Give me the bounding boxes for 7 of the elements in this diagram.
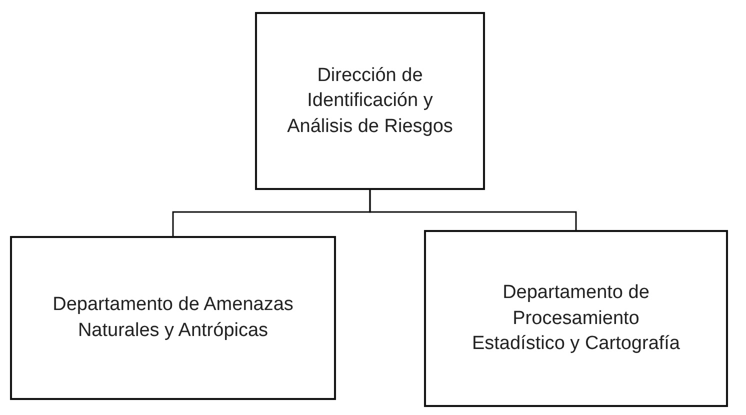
box-label: Departamento de Procesamiento Estadístico y Cartografía bbox=[470, 281, 682, 356]
org-box bbox=[10, 236, 336, 400]
connector-line bbox=[369, 190, 577, 230]
box-label: Departamento de Amenazas Naturales y Antrópicas bbox=[52, 293, 294, 343]
org-box bbox=[255, 12, 485, 190]
box-label: Dirección de Identificación y Análisis de Riesgos bbox=[287, 64, 453, 139]
org-box bbox=[424, 230, 728, 407]
